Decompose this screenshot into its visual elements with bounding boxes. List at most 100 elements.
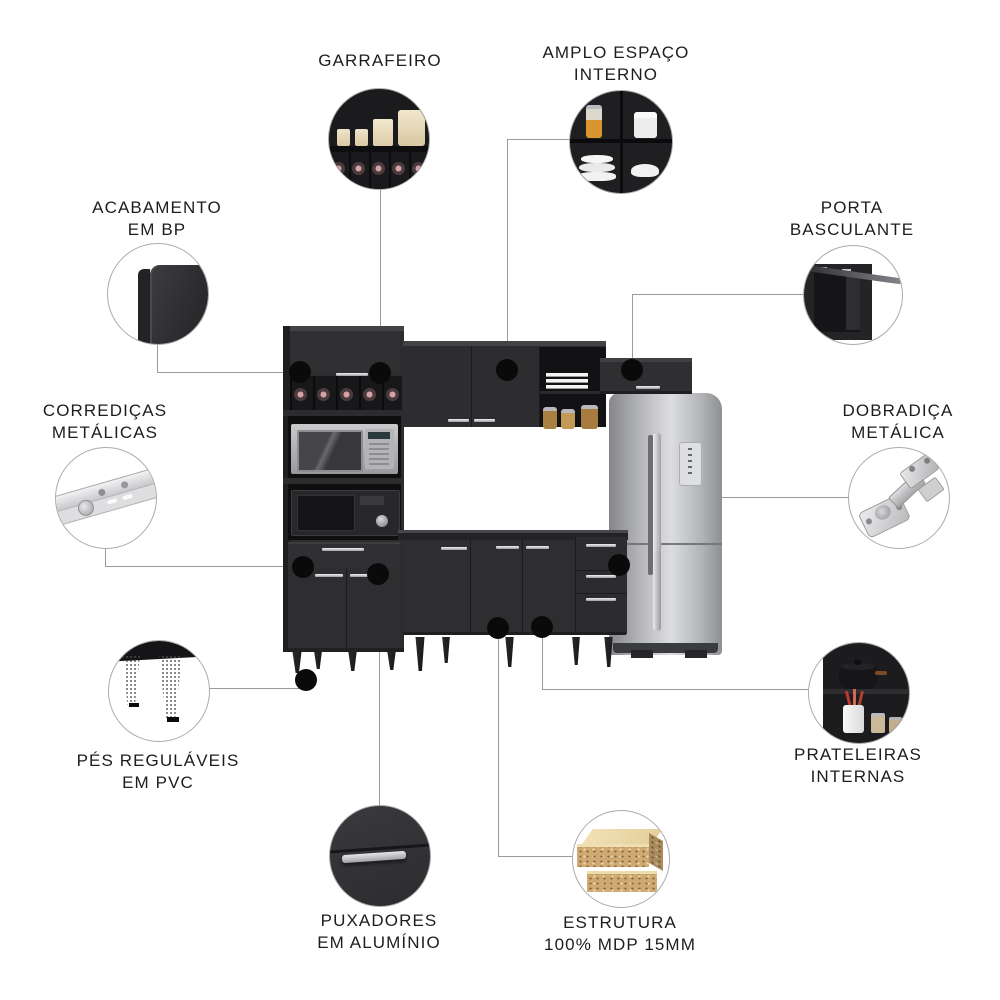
base-leg (415, 637, 425, 671)
pantry-jar (561, 409, 575, 429)
callout-circle-prateleiras (808, 642, 910, 744)
wine-bottle (294, 388, 307, 401)
tower-drawer-handle (322, 548, 364, 551)
base-leg (505, 637, 514, 667)
connector-line-prateleiras-v (542, 628, 543, 690)
wine-bottle (412, 162, 425, 175)
callout-circle-pes (108, 640, 210, 742)
flip-cabinet-cornice (600, 358, 692, 362)
wall-open-shelf (540, 347, 606, 429)
tower-bottom-edge (283, 648, 404, 652)
microwave-keypad (369, 443, 389, 465)
pvc-leg-foot (129, 703, 139, 707)
label-line: ESTRUTURA (563, 913, 677, 932)
label-corredicas: CORREDIÇAS METÁLICAS (0, 400, 215, 444)
connector-line-prateleiras-h (542, 689, 809, 690)
label-pes: PÉS REGULÁVEIS EM PVC (48, 750, 268, 794)
label-line: EM ALUMÍNIO (317, 933, 441, 952)
microwave-steel (291, 424, 398, 474)
pvc-leg-foot (167, 717, 179, 722)
flip-cabinet (600, 358, 692, 394)
connector-dot-dobradica (608, 554, 630, 576)
jar (889, 717, 902, 733)
countertop (398, 530, 628, 540)
connector-line-estrutura-h (498, 856, 573, 857)
label-line: BASCULANTE (789, 220, 915, 239)
connector-line-corredicas-h (105, 566, 304, 567)
bowl (579, 163, 615, 172)
connector-dot-prateleiras (531, 616, 553, 638)
label-line: 100% MDP 15MM (544, 935, 696, 954)
connector-dot-puxadores (367, 563, 389, 585)
connector-dot-porta (621, 359, 643, 381)
callout-circle-garrafeiro (328, 88, 430, 190)
connector-line-pes (207, 688, 306, 689)
wine-bottle (386, 388, 399, 401)
bp-panel-edge (138, 269, 150, 344)
connector-dot-pes (295, 669, 317, 691)
pot-lid (841, 663, 875, 670)
wall-cabinet-cornice (403, 341, 606, 346)
callout-circle-puxadores (329, 805, 431, 907)
label-prateleiras: PRATELEIRAS INTERNAS (748, 744, 968, 788)
mdp-board-top (577, 844, 649, 867)
mdp-board-end (649, 832, 663, 872)
callout-circle-amplo-espaco (569, 90, 673, 194)
drawer-split (576, 593, 627, 594)
flip-box-inner-side (846, 274, 860, 330)
callout-circle-estrutura (572, 810, 670, 908)
cabinet-bottom (109, 641, 209, 663)
jar (871, 713, 885, 733)
drawer-handle (586, 575, 616, 578)
pantry-jar (581, 405, 598, 429)
mdp-edge-line (577, 844, 649, 847)
connector-dot-estrutura (487, 617, 509, 639)
label-line: PUXADORES (320, 911, 438, 930)
connector-line-porta-h (632, 294, 804, 295)
wall-door-handle (474, 419, 495, 422)
tower-door-handle-right (350, 574, 378, 577)
wine-bottle (363, 388, 376, 401)
fridge-foot-left (631, 650, 653, 658)
refrigerator (609, 393, 722, 658)
microwave-niche-upper (288, 416, 401, 478)
hinge (849, 448, 949, 548)
fridge-foot-right (685, 650, 707, 658)
label-line: PORTA (820, 198, 884, 217)
bowl (578, 172, 616, 181)
drawer-slide (56, 454, 156, 543)
wine-bottle (317, 388, 330, 401)
tower-leg (387, 652, 396, 670)
connector-line-amplo-v (507, 139, 508, 370)
connector-line-acabamento-h (157, 372, 301, 373)
microwave-steel-window (297, 430, 363, 472)
callout-circle-corredicas (55, 447, 157, 549)
wine-bottle (332, 162, 345, 175)
tower-door-split (346, 568, 347, 649)
connector-line-dobradica-h (619, 497, 849, 498)
drawer-handle (586, 544, 616, 547)
shelf-board (823, 689, 909, 694)
label-line: EM PVC (122, 773, 194, 792)
pot-handle (875, 671, 887, 675)
fridge-handle-shadow (648, 435, 653, 575)
drawer-split (576, 570, 627, 571)
connector-dot-acabamento (289, 361, 311, 383)
wall-cabinet (403, 341, 606, 429)
connector-line-garrafeiro (380, 188, 381, 373)
open-shelf-board (540, 391, 606, 394)
wine-bottle (392, 162, 405, 175)
base-door-split (522, 540, 523, 634)
label-amplo-espaco: AMPLO ESPAÇO INTERNO (506, 42, 726, 86)
wall-door-split (539, 346, 540, 427)
pot-knob (854, 660, 861, 665)
label-estrutura: ESTRUTURA 100% MDP 15MM (510, 912, 730, 956)
drawer-unit (575, 537, 627, 634)
microwave-steel-panel (365, 429, 394, 469)
bp-panel-face (150, 265, 208, 344)
label-dobradica: DOBRADIÇA METÁLICA (788, 400, 1000, 444)
base-door-handle (496, 546, 519, 549)
tower-leg (292, 652, 302, 673)
fridge-handle (653, 433, 661, 575)
connector-line-amplo-h (507, 139, 570, 140)
